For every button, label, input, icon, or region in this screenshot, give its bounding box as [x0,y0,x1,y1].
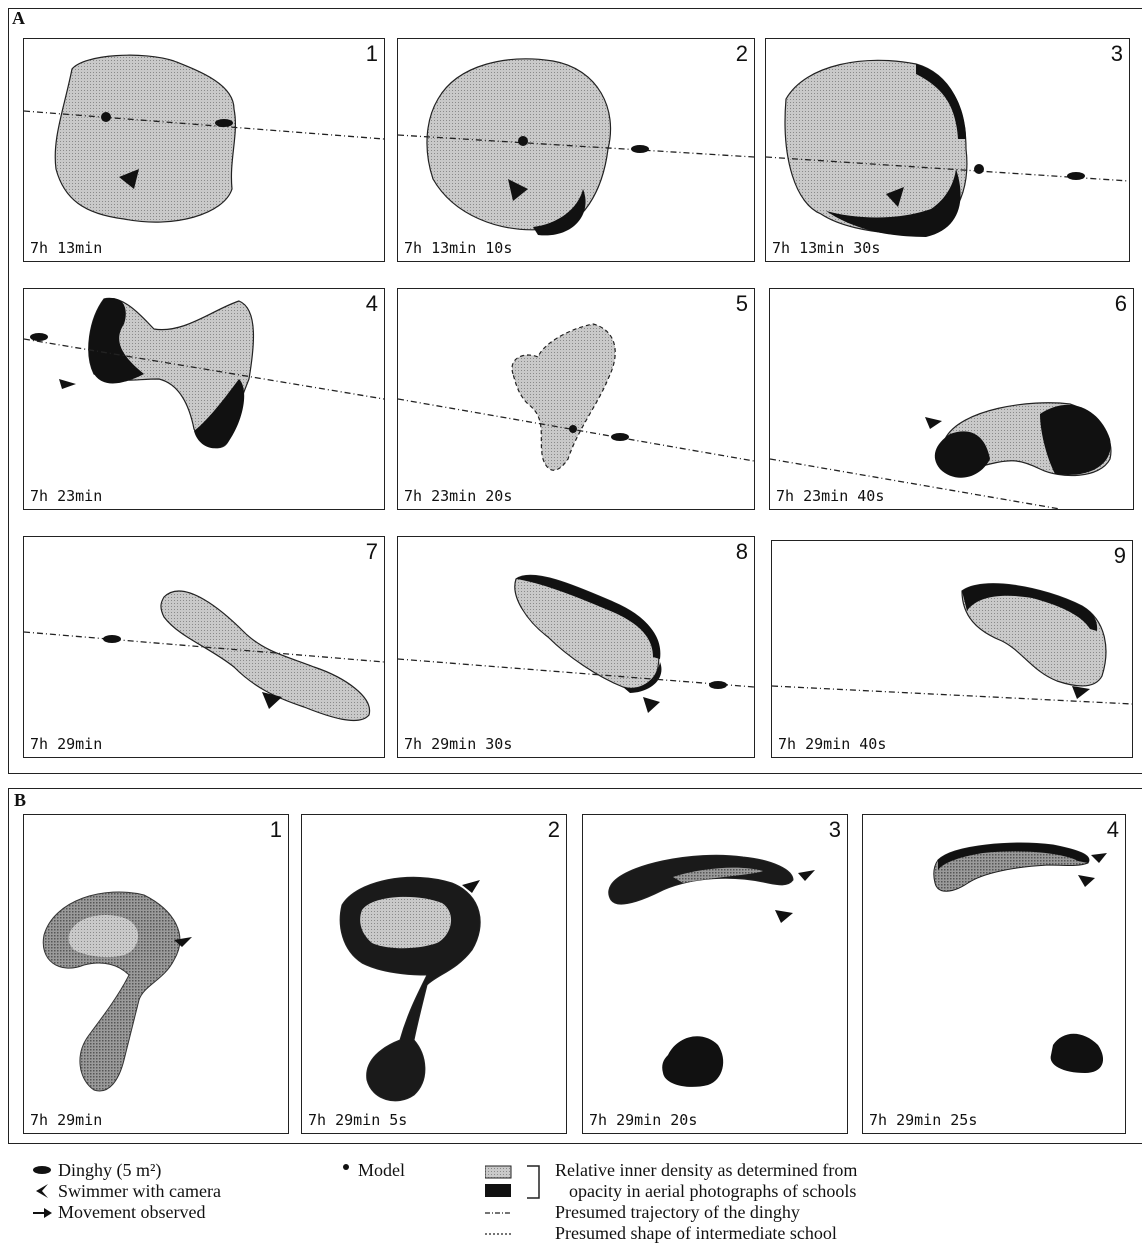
legend-item-model: Model [330,1160,405,1181]
panel-time: 7h 29min 25s [869,1111,977,1129]
panel-a8: 8 7h 29min 30s [397,536,755,758]
panel-time: 7h 29min 40s [778,735,886,753]
panel-a1: 1 7h 13min [23,38,385,262]
panel-time: 7h 23min 40s [776,487,884,505]
school-diagram [863,815,1125,1133]
panel-number: 6 [1115,291,1127,317]
panel-a9: 9 7h 29min 40s [771,540,1133,758]
panel-a2: 2 7h 13min 10s [397,38,755,262]
panel-number: 8 [736,539,748,565]
panel-b4: 4 7h 29min 25s [862,814,1126,1134]
school-diagram [583,815,847,1133]
panel-time: 7h 29min 5s [308,1111,407,1129]
school-diagram [24,537,384,757]
panel-a6: 6 7h 23min 40s [769,288,1134,510]
legend-label: Movement observed [58,1202,205,1222]
legend-label: Relative inner density as determined fro… [555,1160,857,1181]
panel-a3: 3 7h 13min 30s [765,38,1130,262]
swimmer-icon [30,1181,54,1202]
school-diagram [24,815,288,1133]
dotted-line-icon [485,1231,511,1237]
panel-number: 2 [548,817,560,843]
school-diagram [766,39,1129,261]
panel-number: 4 [366,291,378,317]
legend-item-intermediate: Presumed shape of intermediate school [485,1223,857,1244]
panel-number: 5 [736,291,748,317]
school-diagram [302,815,566,1133]
panel-time: 7h 29min [30,1111,102,1129]
legend-item-movement: Movement observed [30,1202,221,1223]
panel-b1: 1 7h 29min [23,814,289,1134]
school-diagram [24,39,384,261]
panel-a4: 4 7h 23min [23,288,385,510]
legend-label: opacity in aerial photographs of schools [555,1181,857,1202]
legend-label: Presumed trajectory of the dinghy [555,1202,800,1222]
panel-number: 9 [1114,543,1126,569]
legend-label: Dinghy (5 m²) [58,1160,161,1180]
panel-b2: 2 7h 29min 5s [301,814,567,1134]
panel-number: 1 [366,41,378,67]
school-diagram [772,541,1132,757]
panel-b3: 3 7h 29min 20s [582,814,848,1134]
panel-time: 7h 29min 20s [589,1111,697,1129]
panel-time: 7h 23min [30,487,102,505]
legend-label: Model [358,1160,405,1180]
legend-item-swimmer: Swimmer with camera [30,1181,221,1202]
school-diagram [398,537,754,757]
dash-dot-line-icon [485,1210,511,1216]
panel-number: 7 [366,539,378,565]
panel-a7: 7 7h 29min [23,536,385,758]
panel-number: 3 [829,817,841,843]
legend-label: Swimmer with camera [58,1181,221,1201]
panel-a5: 5 7h 23min 20s [397,288,755,510]
school-diagram [398,39,754,261]
panel-time: 7h 13min [30,239,102,257]
panel-number: 2 [736,41,748,67]
panel-number: 3 [1111,41,1123,67]
legend-right: Relative inner density as determined fro… [485,1160,857,1244]
legend-left: Dinghy (5 m²) Swimmer with camera Moveme… [30,1160,221,1223]
legend-label: Presumed shape of intermediate school [555,1223,837,1243]
section-a-label: A [12,8,25,29]
panel-time: 7h 13min 10s [404,239,512,257]
school-diagram [24,289,384,509]
legend-item-trajectory: Presumed trajectory of the dinghy [485,1202,857,1223]
arrow-icon [30,1202,54,1223]
panel-time: 7h 23min 20s [404,487,512,505]
school-diagram [770,289,1133,509]
panel-number: 4 [1107,817,1119,843]
panel-time: 7h 29min [30,735,102,753]
dinghy-icon [30,1160,54,1181]
legend-model: Model [330,1160,405,1181]
panel-number: 1 [270,817,282,843]
section-b-label: B [14,790,26,811]
panel-time: 7h 29min 30s [404,735,512,753]
school-diagram [398,289,754,509]
panel-time: 7h 13min 30s [772,239,880,257]
density-swatch-icon [485,1162,545,1206]
legend-item-dinghy: Dinghy (5 m²) [30,1160,221,1181]
model-dot-icon [330,1160,354,1181]
